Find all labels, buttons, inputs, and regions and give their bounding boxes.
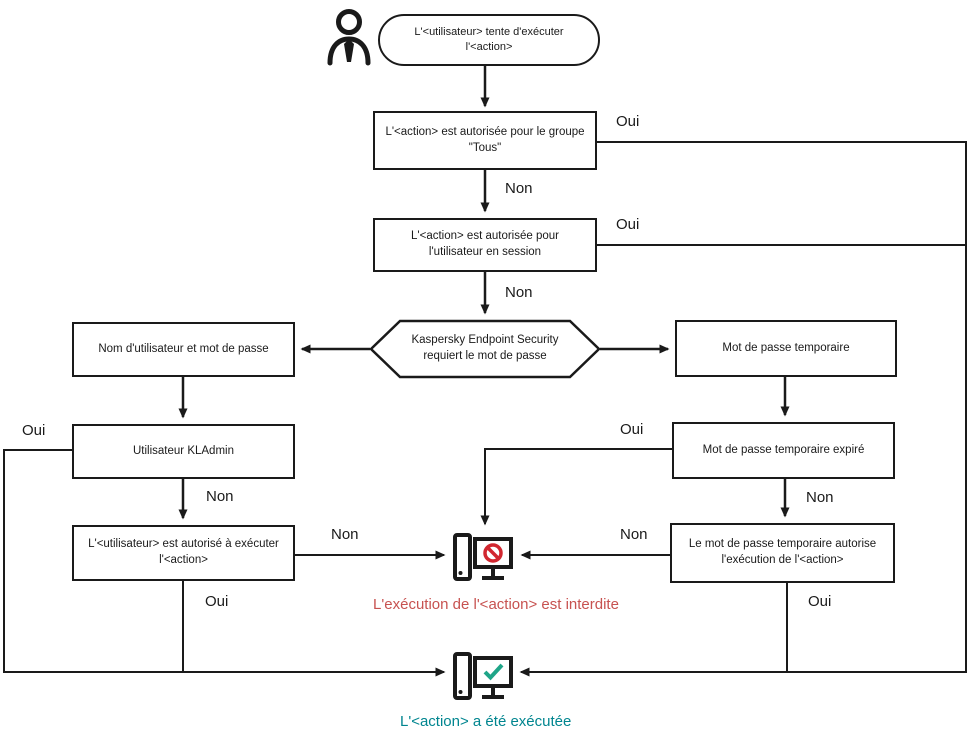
node-kladmin-label: Utilisateur KLAdmin — [133, 444, 234, 457]
node-user-allowed: L'<utilisateur> est autorisé à exécuter … — [72, 525, 295, 581]
hexagon-shape — [369, 319, 601, 379]
edge-label-user-oui: Oui — [205, 593, 229, 610]
edge-label-kladmin-non: Non — [206, 488, 234, 505]
node-temp-allows: Le mot de passe temporaire autorise l'ex… — [670, 523, 895, 583]
denied-caption: L'exécution de l'<action> est interdite — [373, 596, 619, 613]
node-user-allowed-label: L'<utilisateur> est autorisé à exécuter … — [88, 538, 279, 566]
node-credentials: Nom d'utilisateur et mot de passe — [72, 322, 295, 377]
edge-label-temp-oui: Oui — [808, 593, 832, 610]
node-session-check-label: L'<action> est autorisée pour l'utilisat… — [411, 230, 559, 258]
node-kladmin: Utilisateur KLAdmin — [72, 424, 295, 479]
node-temp-allows-label: Le mot de passe temporaire autorise l'ex… — [688, 538, 877, 566]
edge-label-user-non: Non — [331, 526, 359, 543]
edge-label-expired-oui: Oui — [620, 421, 644, 438]
user-icon — [327, 9, 371, 66]
edge-label-kladmin-oui: Oui — [22, 422, 46, 439]
node-group-check: L'<action> est autorisée pour le groupe … — [373, 111, 597, 170]
edge-label-group-oui: Oui — [616, 113, 640, 130]
node-session-check: L'<action> est autorisée pour l'utilisat… — [373, 218, 597, 272]
computer-denied-icon — [453, 533, 513, 581]
node-temp-password: Mot de passe temporaire — [675, 320, 897, 377]
checkmark-icon — [483, 663, 504, 681]
node-start: L'<utilisateur> tente d'exécuter l'<acti… — [378, 14, 600, 66]
edge-label-temp-non: Non — [620, 526, 648, 543]
node-temp-expired: Mot de passe temporaire expiré — [672, 422, 895, 479]
node-start-label: L'<utilisateur> tente d'exécuter l'<acti… — [414, 26, 564, 53]
node-temp-expired-label: Mot de passe temporaire expiré — [702, 443, 865, 456]
edge-label-expired-non: Non — [806, 489, 834, 506]
node-credentials-label: Nom d'utilisateur et mot de passe — [98, 342, 269, 355]
prohibition-icon — [483, 543, 503, 563]
node-group-check-label: L'<action> est autorisée pour le groupe … — [385, 125, 585, 154]
edge-label-group-non: Non — [505, 180, 533, 197]
executed-caption: L'<action> a été exécutée — [400, 713, 572, 730]
computer-success-icon — [453, 652, 513, 700]
node-password-required: Kaspersky Endpoint Security requiert le … — [368, 319, 602, 379]
node-temp-password-label: Mot de passe temporaire — [722, 341, 850, 354]
node-password-required-label: Kaspersky Endpoint Security requiert le … — [411, 334, 559, 362]
edge-label-session-oui: Oui — [616, 216, 640, 233]
edge-label-session-non: Non — [505, 284, 533, 301]
